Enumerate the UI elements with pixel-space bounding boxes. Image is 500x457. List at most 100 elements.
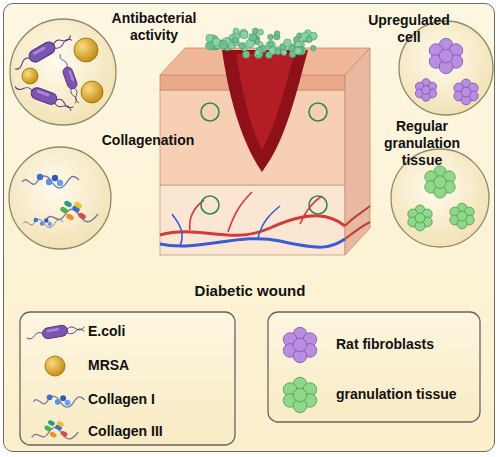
mrsa-icon bbox=[45, 356, 65, 376]
cell-sphere bbox=[293, 377, 307, 391]
cell-sphere bbox=[439, 60, 453, 74]
feature-circle: Upregulated cell bbox=[398, 20, 494, 116]
foam-bubble bbox=[258, 29, 264, 35]
cell-sphere bbox=[450, 215, 460, 225]
cell-sphere bbox=[293, 388, 307, 402]
collagen-blob bbox=[40, 221, 44, 225]
capillary-line bbox=[172, 206, 280, 246]
legend-box bbox=[20, 312, 235, 445]
zoom-marker bbox=[201, 103, 219, 121]
cell-sphere bbox=[293, 399, 307, 413]
foam-bubble bbox=[275, 49, 281, 55]
cell-sphere bbox=[439, 49, 453, 63]
collagen-blob bbox=[60, 395, 66, 401]
vessel-side bbox=[345, 206, 370, 239]
cell-sphere bbox=[283, 333, 297, 347]
collagen-helix bbox=[60, 430, 69, 438]
ecoli-icon bbox=[11, 30, 73, 73]
flagellum bbox=[26, 325, 85, 342]
cell-sphere bbox=[422, 86, 431, 95]
cell-sphere bbox=[454, 91, 464, 101]
cell-sphere bbox=[422, 79, 431, 88]
granulation-cluster bbox=[425, 166, 455, 198]
collagen-blob bbox=[48, 222, 52, 226]
cell-sphere bbox=[422, 217, 432, 227]
cell-sphere bbox=[450, 207, 460, 217]
cell-sphere bbox=[454, 83, 464, 93]
cell-sphere bbox=[415, 213, 425, 223]
cell-sphere bbox=[461, 87, 471, 97]
flagellum bbox=[57, 53, 80, 104]
dressing-foam bbox=[206, 28, 318, 58]
skin-side-face bbox=[345, 48, 370, 255]
collagen-strand bbox=[46, 209, 98, 222]
cell-sphere bbox=[461, 79, 471, 89]
ecoli-icon bbox=[57, 52, 84, 104]
cell-sphere bbox=[464, 215, 474, 225]
foam-bubble bbox=[206, 34, 214, 42]
cell-sphere bbox=[434, 176, 446, 188]
rod-body bbox=[30, 86, 59, 106]
collagen-strand bbox=[22, 176, 79, 188]
foam-bubble bbox=[306, 36, 312, 42]
cell-sphere bbox=[443, 171, 455, 183]
collagen-blob bbox=[57, 180, 63, 186]
foam-bubble bbox=[268, 42, 273, 47]
cell-sphere bbox=[293, 327, 307, 341]
cell-sphere bbox=[408, 217, 418, 227]
cell-sphere bbox=[428, 82, 437, 91]
foam-bubble bbox=[249, 34, 257, 42]
cell-sphere bbox=[449, 44, 463, 58]
fibroblast-cluster bbox=[283, 327, 316, 362]
cell-sphere bbox=[303, 344, 317, 358]
cell-sphere bbox=[443, 181, 455, 193]
cell-sphere bbox=[457, 203, 467, 213]
collagen-iii-icon bbox=[46, 200, 98, 222]
collagen-helix bbox=[44, 425, 53, 433]
figure-label: Diabetic wound bbox=[170, 282, 330, 299]
mrsa-icon bbox=[81, 81, 103, 103]
vein-line bbox=[160, 239, 345, 248]
zoom-marker bbox=[309, 196, 327, 214]
legend-text: Collagen III bbox=[88, 423, 163, 440]
collagen-i-icon bbox=[23, 218, 63, 228]
mrsa-icon bbox=[22, 68, 38, 84]
rod-body bbox=[42, 324, 69, 339]
collagen-strand bbox=[23, 219, 63, 227]
legend-text: MRSA bbox=[88, 357, 129, 374]
collagen-helix bbox=[71, 205, 81, 214]
feature-heading: Regular granulation tissue bbox=[370, 118, 474, 169]
foam-bubble bbox=[284, 39, 292, 47]
collagen-helix bbox=[49, 431, 58, 439]
cell-sphere bbox=[422, 93, 431, 102]
wound-core bbox=[236, 54, 294, 150]
foam-bubble bbox=[258, 41, 263, 46]
collagen-helix bbox=[54, 424, 63, 432]
foam-bubble bbox=[219, 41, 228, 50]
collagen-helix bbox=[56, 420, 65, 428]
legend-text: Collagen I bbox=[88, 391, 155, 408]
collagen-blob bbox=[55, 399, 61, 405]
cell-sphere bbox=[434, 166, 446, 178]
collagen-blob bbox=[65, 400, 71, 406]
cell-sphere bbox=[461, 95, 471, 105]
collagen-blob bbox=[47, 394, 53, 400]
cell-sphere bbox=[425, 181, 437, 193]
collagen-i-icon bbox=[22, 174, 79, 188]
collagen-blob bbox=[34, 218, 38, 222]
feature-circle: Collagenation bbox=[8, 146, 112, 250]
cell-sphere bbox=[434, 186, 446, 198]
cell-sphere bbox=[468, 91, 478, 101]
collagen-strand bbox=[33, 396, 84, 407]
collagen-blob bbox=[37, 174, 43, 180]
collagen-iii-icon bbox=[32, 419, 79, 439]
circle-shape bbox=[10, 19, 116, 125]
feature-heading: Collagenation bbox=[96, 132, 200, 149]
foam-bubble bbox=[239, 29, 248, 38]
cell-sphere bbox=[429, 44, 443, 58]
fibroblast-cluster bbox=[429, 38, 462, 73]
circle-outline bbox=[9, 18, 117, 126]
rod-shine bbox=[46, 328, 59, 333]
foam-bubble bbox=[242, 51, 249, 58]
collagen-blob bbox=[52, 175, 58, 181]
